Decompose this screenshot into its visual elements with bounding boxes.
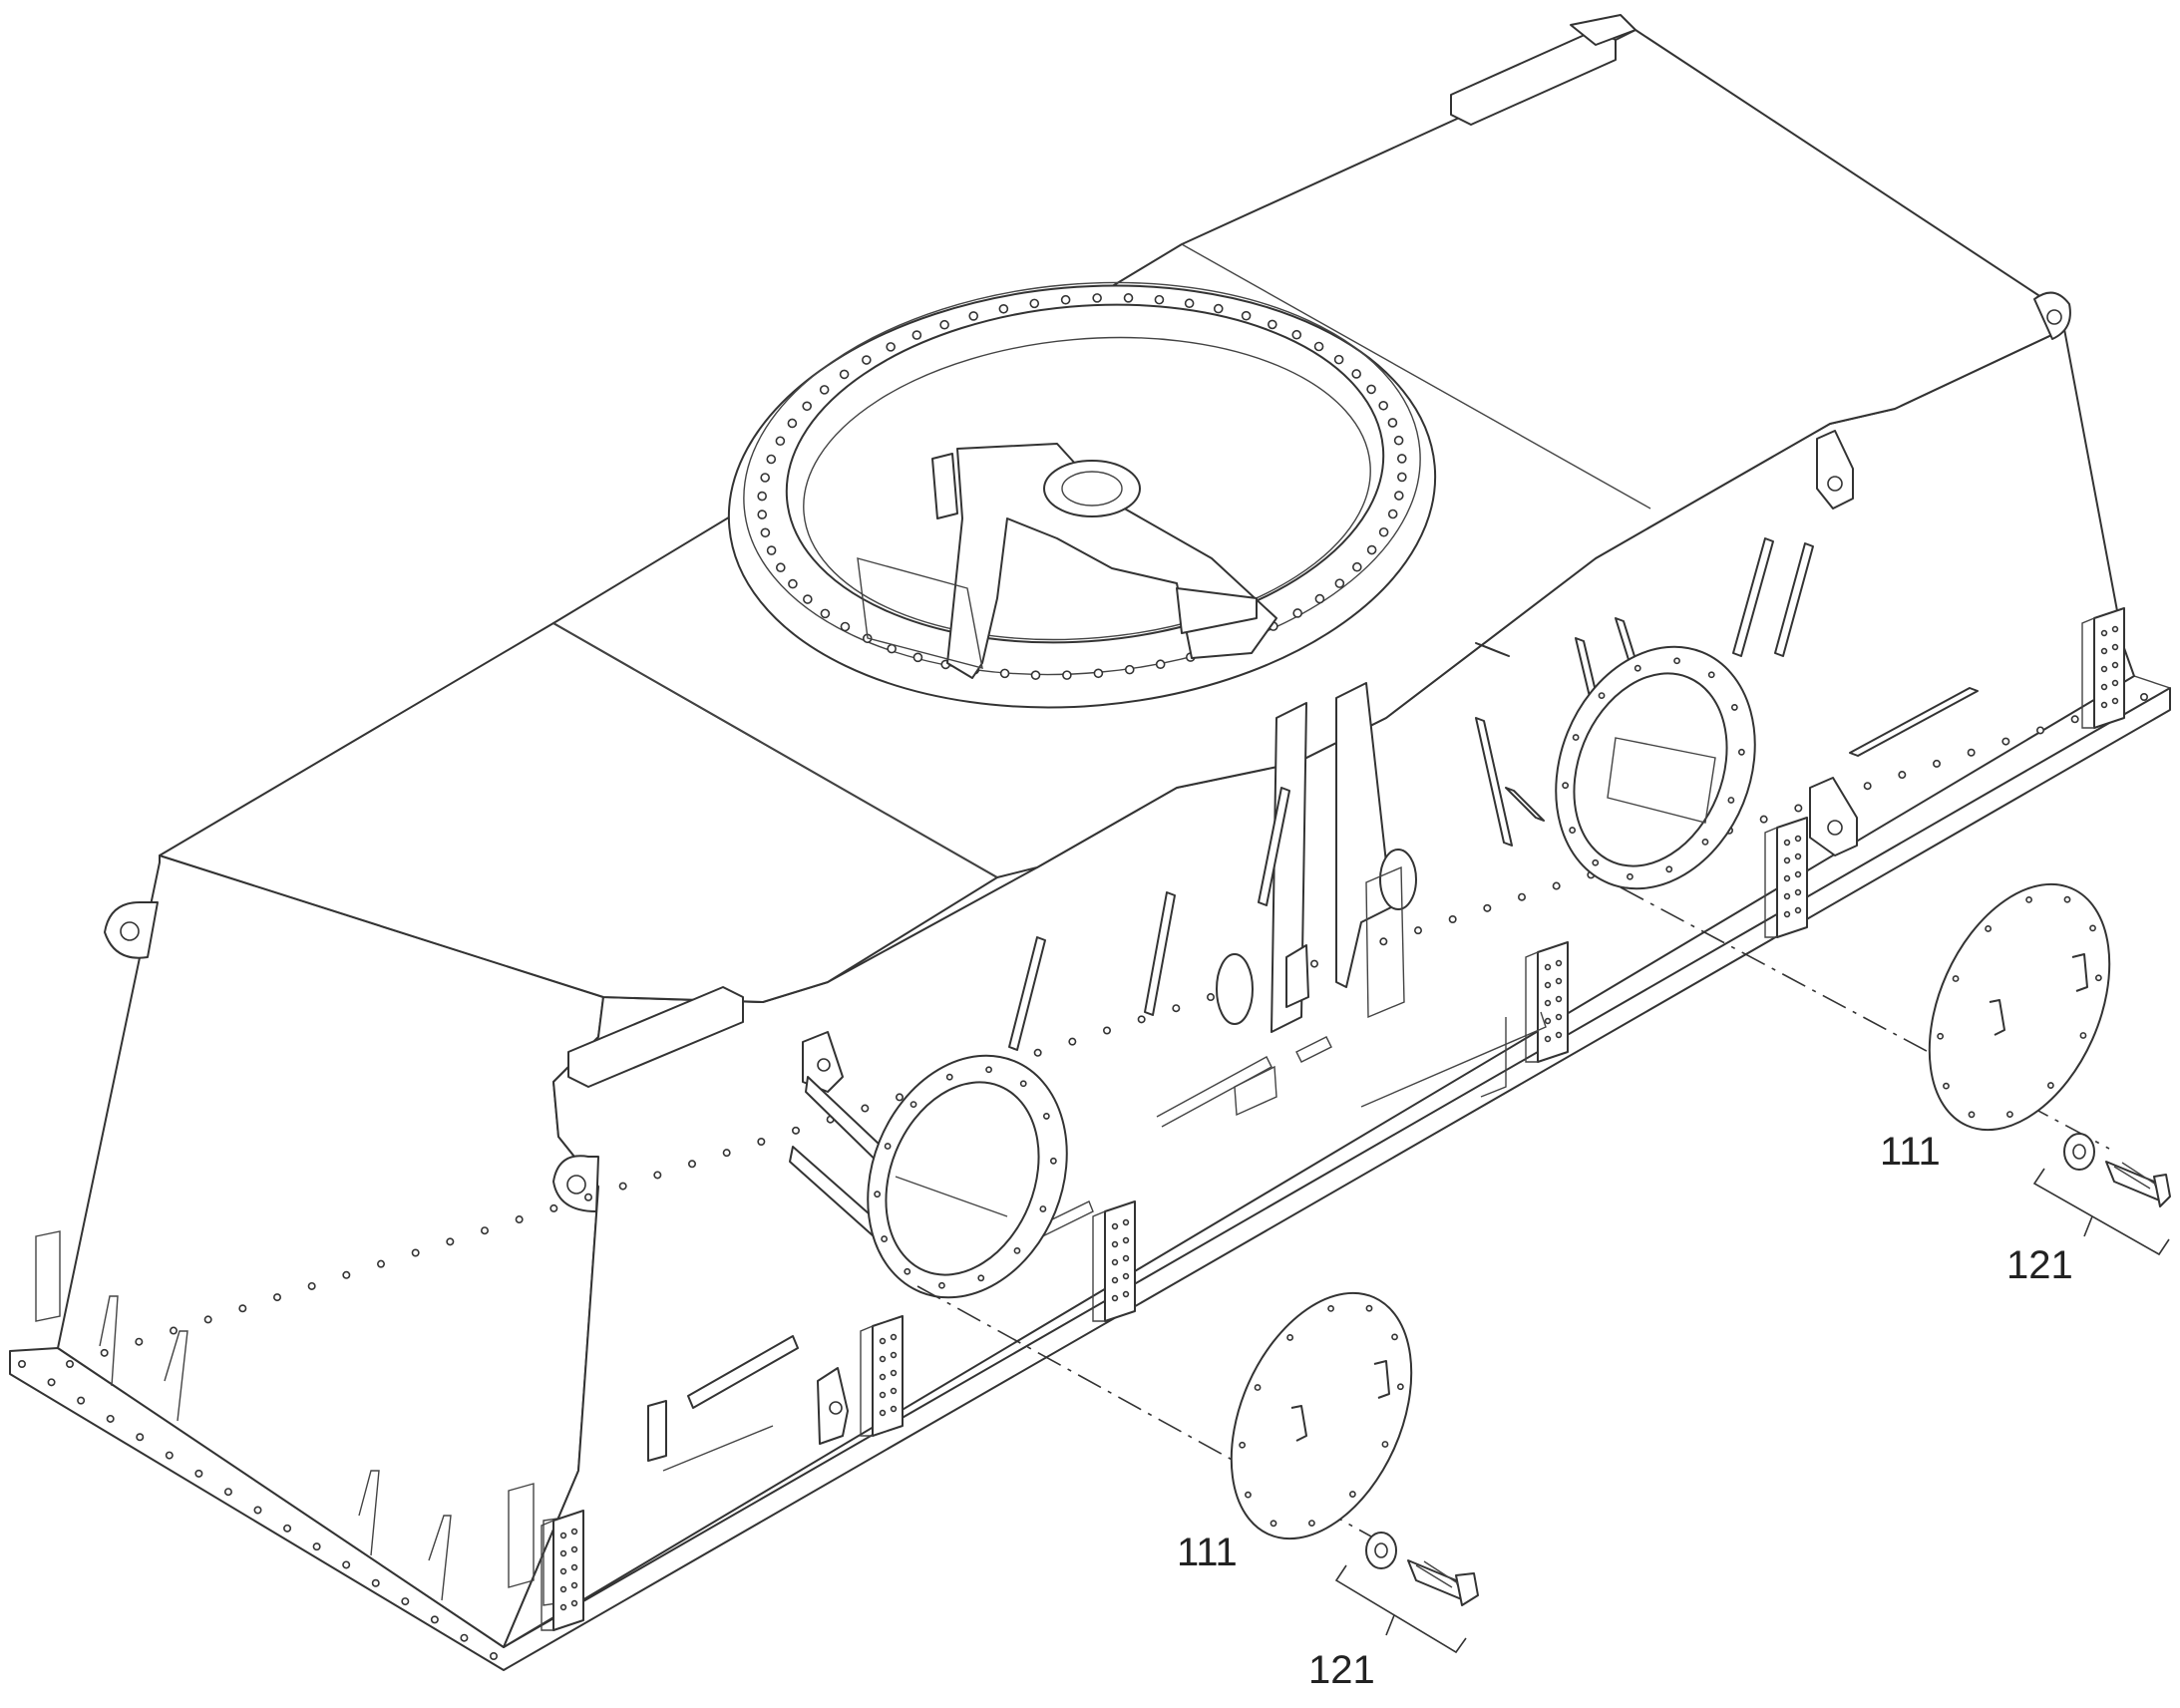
bracket-upper-leader <box>2083 1215 2093 1237</box>
left-front-face <box>57 854 604 1648</box>
callout-fastener-upper: 121 <box>2006 1243 2073 1287</box>
callout-cover-plate-upper: 111 <box>1880 1130 1941 1174</box>
fastener-lower <box>1365 1532 1479 1606</box>
side-stiffeners <box>1008 537 1979 1051</box>
side-details <box>541 430 2125 1631</box>
perforated-brackets <box>541 607 2125 1631</box>
slewing-ring <box>727 281 1437 709</box>
bracket-lower <box>1334 1564 1467 1654</box>
cover-plate-upper <box>1928 882 2111 1132</box>
cover-plate-lower <box>1230 1291 1413 1540</box>
bracket-lower-leader <box>1385 1614 1395 1636</box>
fastener-upper <box>2063 1133 2171 1207</box>
base-gussets <box>35 1230 579 1606</box>
bracket-upper <box>2032 1168 2170 1256</box>
inspection-opening-upper <box>1555 645 1756 890</box>
callout-cover-plate-lower: 111 <box>1177 1531 1238 1574</box>
callout-fastener-lower: 121 <box>1308 1648 1375 1692</box>
inspection-opening-lower <box>867 1054 1068 1299</box>
